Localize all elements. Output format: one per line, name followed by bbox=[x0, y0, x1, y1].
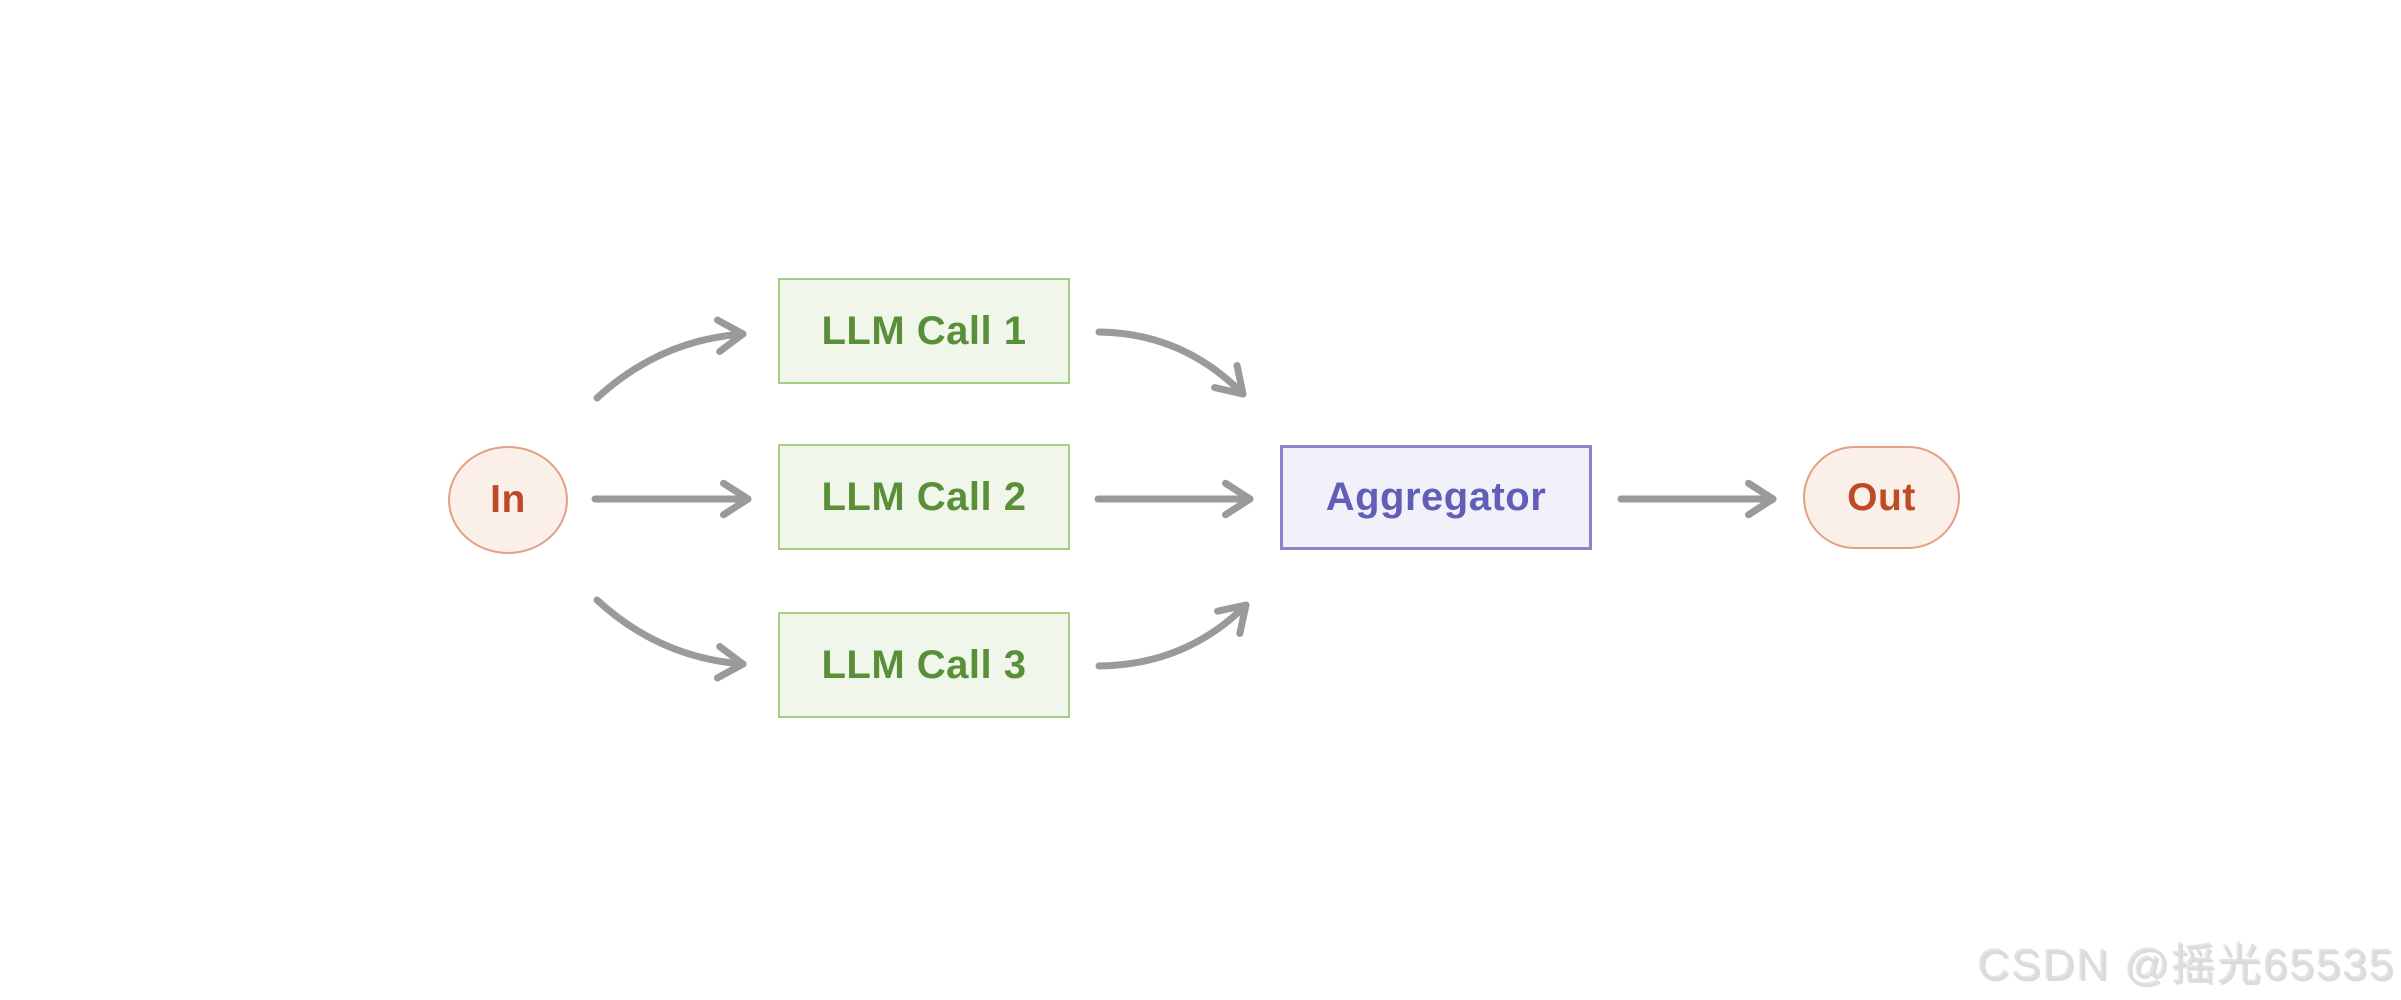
node-llm-call-1-label: LLM Call 1 bbox=[821, 308, 1027, 353]
watermark: CSDN @摇光65535 bbox=[1979, 942, 2397, 991]
node-llm-call-3: LLM Call 3 bbox=[778, 612, 1070, 718]
edge-in-llm3 bbox=[593, 596, 747, 682]
node-aggregator-label: Aggregator bbox=[1325, 475, 1547, 519]
node-out-label: Out bbox=[1847, 475, 1916, 519]
edge-in-llm1 bbox=[593, 316, 747, 402]
node-llm-call-1: LLM Call 1 bbox=[778, 278, 1070, 384]
node-in-label: In bbox=[490, 478, 526, 521]
node-aggregator: Aggregator bbox=[1280, 445, 1592, 550]
edge-llm1-aggregator bbox=[1095, 328, 1247, 398]
node-llm-call-2-label: LLM Call 2 bbox=[821, 474, 1027, 519]
node-llm-call-2: LLM Call 2 bbox=[778, 444, 1070, 550]
node-llm-call-3-label: LLM Call 3 bbox=[821, 642, 1027, 687]
edge-llm3-aggregator bbox=[1095, 601, 1250, 670]
node-in: In bbox=[448, 446, 568, 554]
node-out: Out bbox=[1803, 446, 1960, 549]
